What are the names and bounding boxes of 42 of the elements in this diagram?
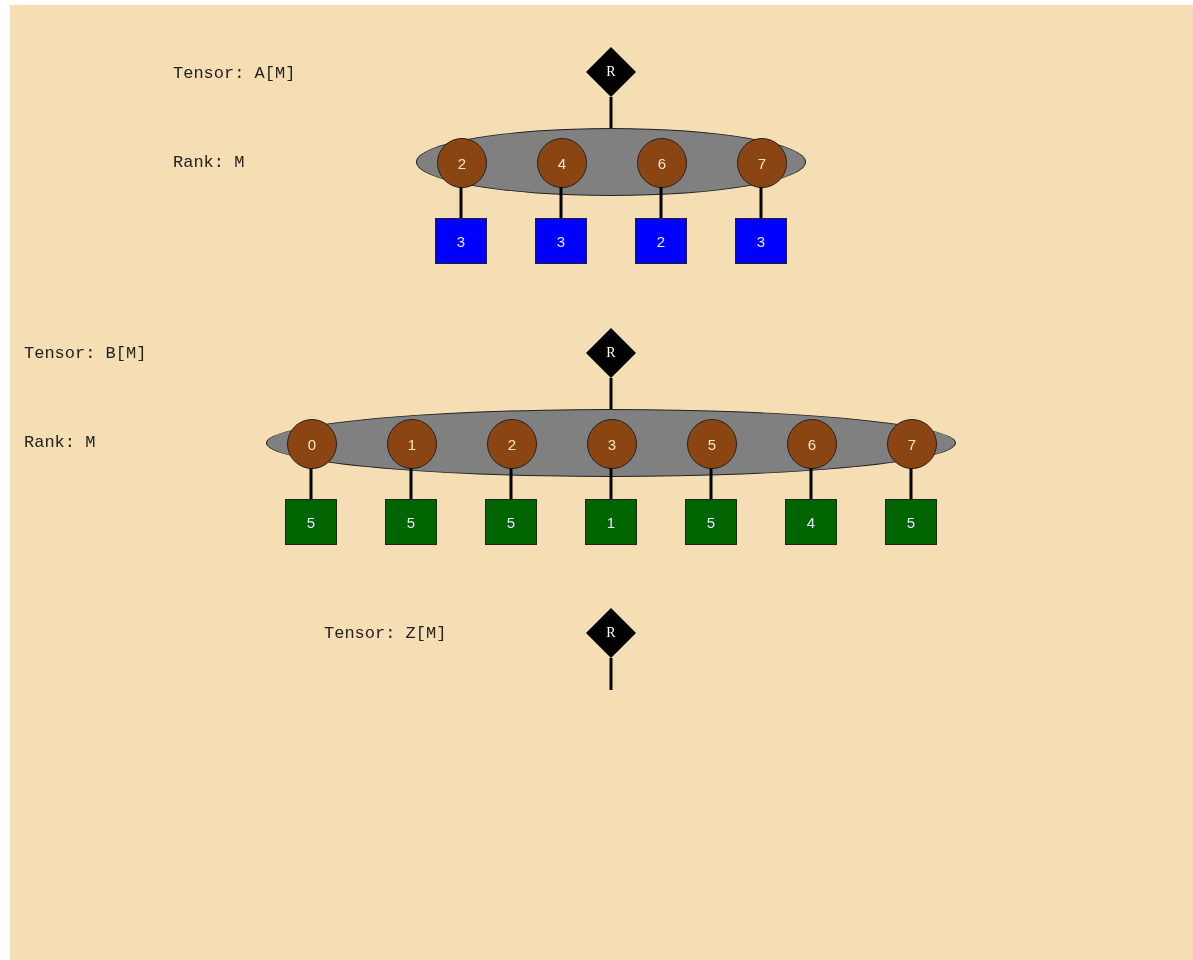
- rank-label: Rank: M: [24, 432, 96, 452]
- payload-square: 5: [485, 499, 537, 545]
- rank-label: Rank: M: [173, 152, 245, 172]
- payload-square: 1: [585, 499, 637, 545]
- coordinate-circle: 2: [437, 138, 487, 188]
- connector-line: [909, 468, 913, 499]
- coordinate-circle: 5: [687, 419, 737, 469]
- coordinate-circle: 6: [787, 419, 837, 469]
- root-diamond: R: [586, 47, 636, 97]
- root-diamond: R: [586, 328, 636, 378]
- connector-line: [809, 468, 813, 499]
- coordinate-circle: 1: [387, 419, 437, 469]
- payload-square: 3: [735, 218, 787, 264]
- coordinate-circle: 2: [487, 419, 537, 469]
- tensor-label: Tensor: Z[M]: [324, 623, 447, 643]
- connector-line: [509, 468, 513, 499]
- payload-square: 5: [885, 499, 937, 545]
- payload-square: 5: [385, 499, 437, 545]
- connector-line: [559, 187, 563, 218]
- connector-line: [659, 187, 663, 218]
- payload-square: 2: [635, 218, 687, 264]
- tensor-label: Tensor: A[M]: [173, 63, 296, 83]
- connector-line: [459, 187, 463, 218]
- connector-line: [759, 187, 763, 218]
- payload-square: 3: [435, 218, 487, 264]
- root-diamond: R: [586, 608, 636, 658]
- connector-line: [609, 468, 613, 499]
- coordinate-circle: 7: [737, 138, 787, 188]
- connector-line: [609, 378, 613, 409]
- connector-line: [609, 658, 613, 690]
- coordinate-circle: 6: [637, 138, 687, 188]
- payload-square: 5: [685, 499, 737, 545]
- payload-square: 4: [785, 499, 837, 545]
- payload-square: 3: [535, 218, 587, 264]
- connector-line: [709, 468, 713, 499]
- connector-line: [609, 97, 613, 128]
- connector-line: [409, 468, 413, 499]
- coordinate-circle: 4: [537, 138, 587, 188]
- payload-square: 5: [285, 499, 337, 545]
- coordinate-circle: 3: [587, 419, 637, 469]
- tensor-label: Tensor: B[M]: [24, 343, 147, 363]
- connector-line: [309, 468, 313, 499]
